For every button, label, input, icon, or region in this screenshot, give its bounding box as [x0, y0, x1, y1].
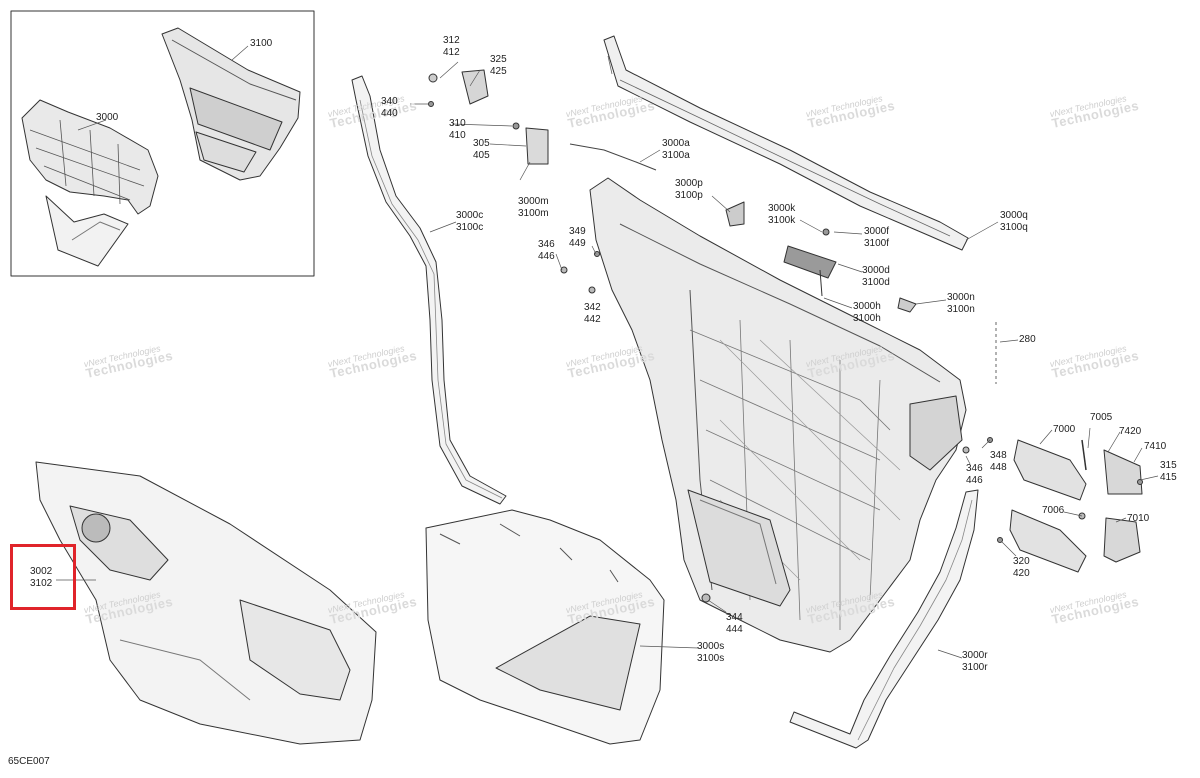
grip-pad [783, 245, 837, 279]
diagram-code: 65CE007 [8, 756, 50, 767]
hinge-plate-7410 [1103, 449, 1143, 495]
selected-callout-highlight [10, 544, 76, 610]
outer-lower-panel [35, 461, 377, 745]
handle-trim [725, 201, 745, 227]
callout-280[interactable]: 280 [1019, 334, 1036, 345]
door-latch-plate [909, 395, 963, 471]
callout-7006[interactable]: 7006 [1042, 505, 1065, 516]
inset-frame [10, 10, 315, 277]
striker-bracket [461, 69, 489, 105]
door-storage-pocket [687, 489, 791, 607]
callout-7000[interactable]: 7000 [1053, 424, 1076, 435]
callout-3000[interactable]: 3000 [96, 112, 119, 123]
callout-7005[interactable]: 7005 [1090, 412, 1113, 423]
upper-hinge [1013, 439, 1087, 501]
callout-3100[interactable]: 3100 [250, 38, 273, 49]
right-seal-strip [789, 489, 979, 749]
callout-7010[interactable]: 7010 [1127, 513, 1150, 524]
left-seal-strip [351, 75, 507, 505]
handle-cable [569, 143, 657, 171]
callout-7420[interactable]: 7420 [1119, 426, 1142, 437]
inset-door-lower-left [45, 195, 129, 267]
lower-hinge [1009, 509, 1087, 573]
hinge-plate-7010 [1103, 517, 1141, 563]
inset-door-frame-left [21, 99, 159, 215]
callout-7410[interactable]: 7410 [1144, 441, 1167, 452]
upper-trim-strip [603, 35, 969, 251]
latch-bracket [525, 127, 549, 165]
